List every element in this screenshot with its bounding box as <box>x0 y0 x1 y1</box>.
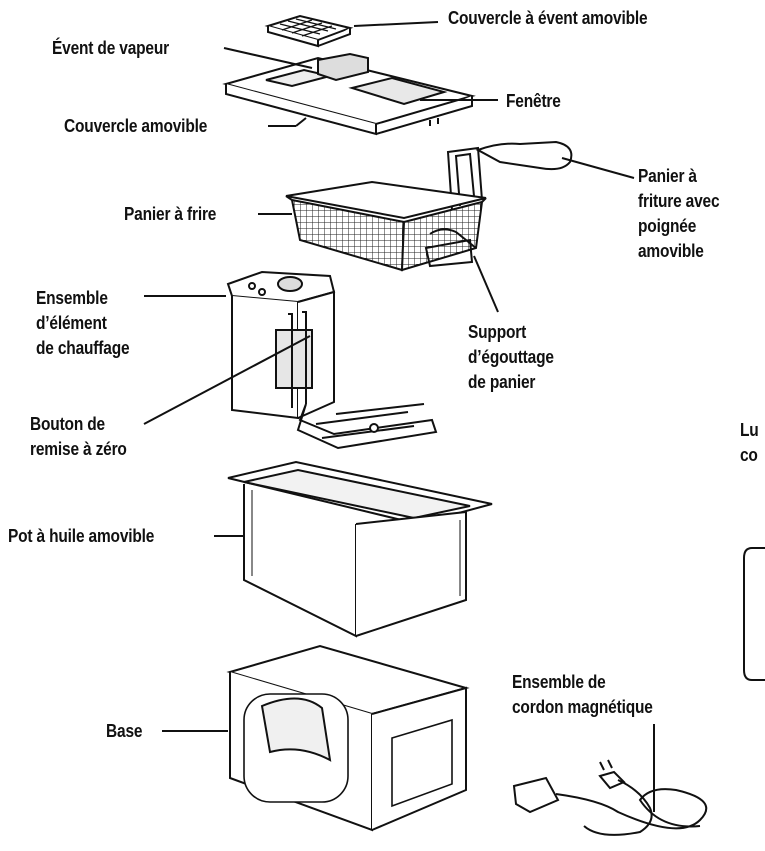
label-basket-handle: Panier à friture avec poignée amovible <box>638 166 720 261</box>
label-heating-element: Ensemble d’élément de chauffage <box>36 288 130 358</box>
inset-box <box>743 547 765 681</box>
base-part <box>226 644 470 832</box>
vent-lid-part <box>264 14 354 48</box>
label-drain-support: Support d’égouttage de panier <box>468 322 554 392</box>
label-steam-vent: Évent de vapeur <box>52 38 170 58</box>
label-base: Base <box>106 721 143 741</box>
fry-basket-part <box>285 180 487 272</box>
basket-handle-part <box>446 140 573 211</box>
oil-pot-part <box>227 460 493 638</box>
label-cord: Ensemble de cordon magnétique <box>512 672 653 717</box>
label-window: Fenêtre <box>506 91 561 111</box>
label-vent-lid: Couvercle à évent amovible <box>448 8 648 28</box>
label-oil-pot: Pot à huile amovible <box>8 526 155 546</box>
label-fry-basket: Panier à frire <box>124 204 217 224</box>
label-cut-off: Lu co <box>740 420 759 465</box>
cord-part <box>512 759 707 836</box>
lid-part <box>222 52 476 136</box>
leader-lines <box>143 21 655 812</box>
label-reset-button: Bouton de remise à zéro <box>30 414 127 459</box>
label-lid: Couvercle amovible <box>64 116 208 136</box>
heating-element-part <box>226 270 438 450</box>
